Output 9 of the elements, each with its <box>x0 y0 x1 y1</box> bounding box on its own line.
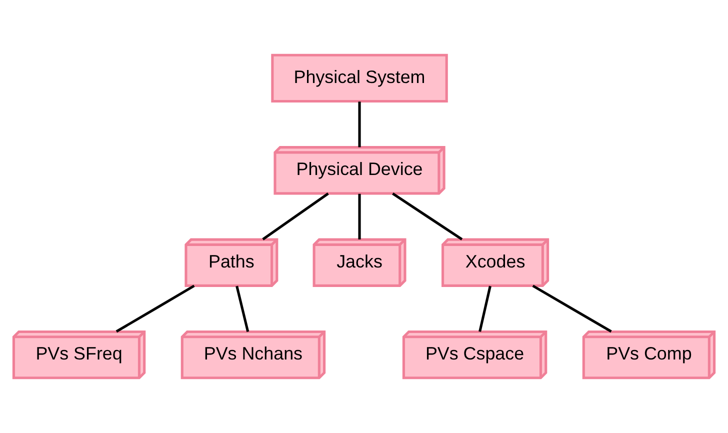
connector <box>236 286 250 332</box>
connector <box>116 284 195 333</box>
connector <box>358 102 361 148</box>
connector <box>478 286 492 332</box>
connector <box>532 284 612 333</box>
connector <box>358 194 361 240</box>
connector <box>392 192 463 240</box>
node-box: Physical System <box>271 54 448 102</box>
connector <box>262 192 329 240</box>
